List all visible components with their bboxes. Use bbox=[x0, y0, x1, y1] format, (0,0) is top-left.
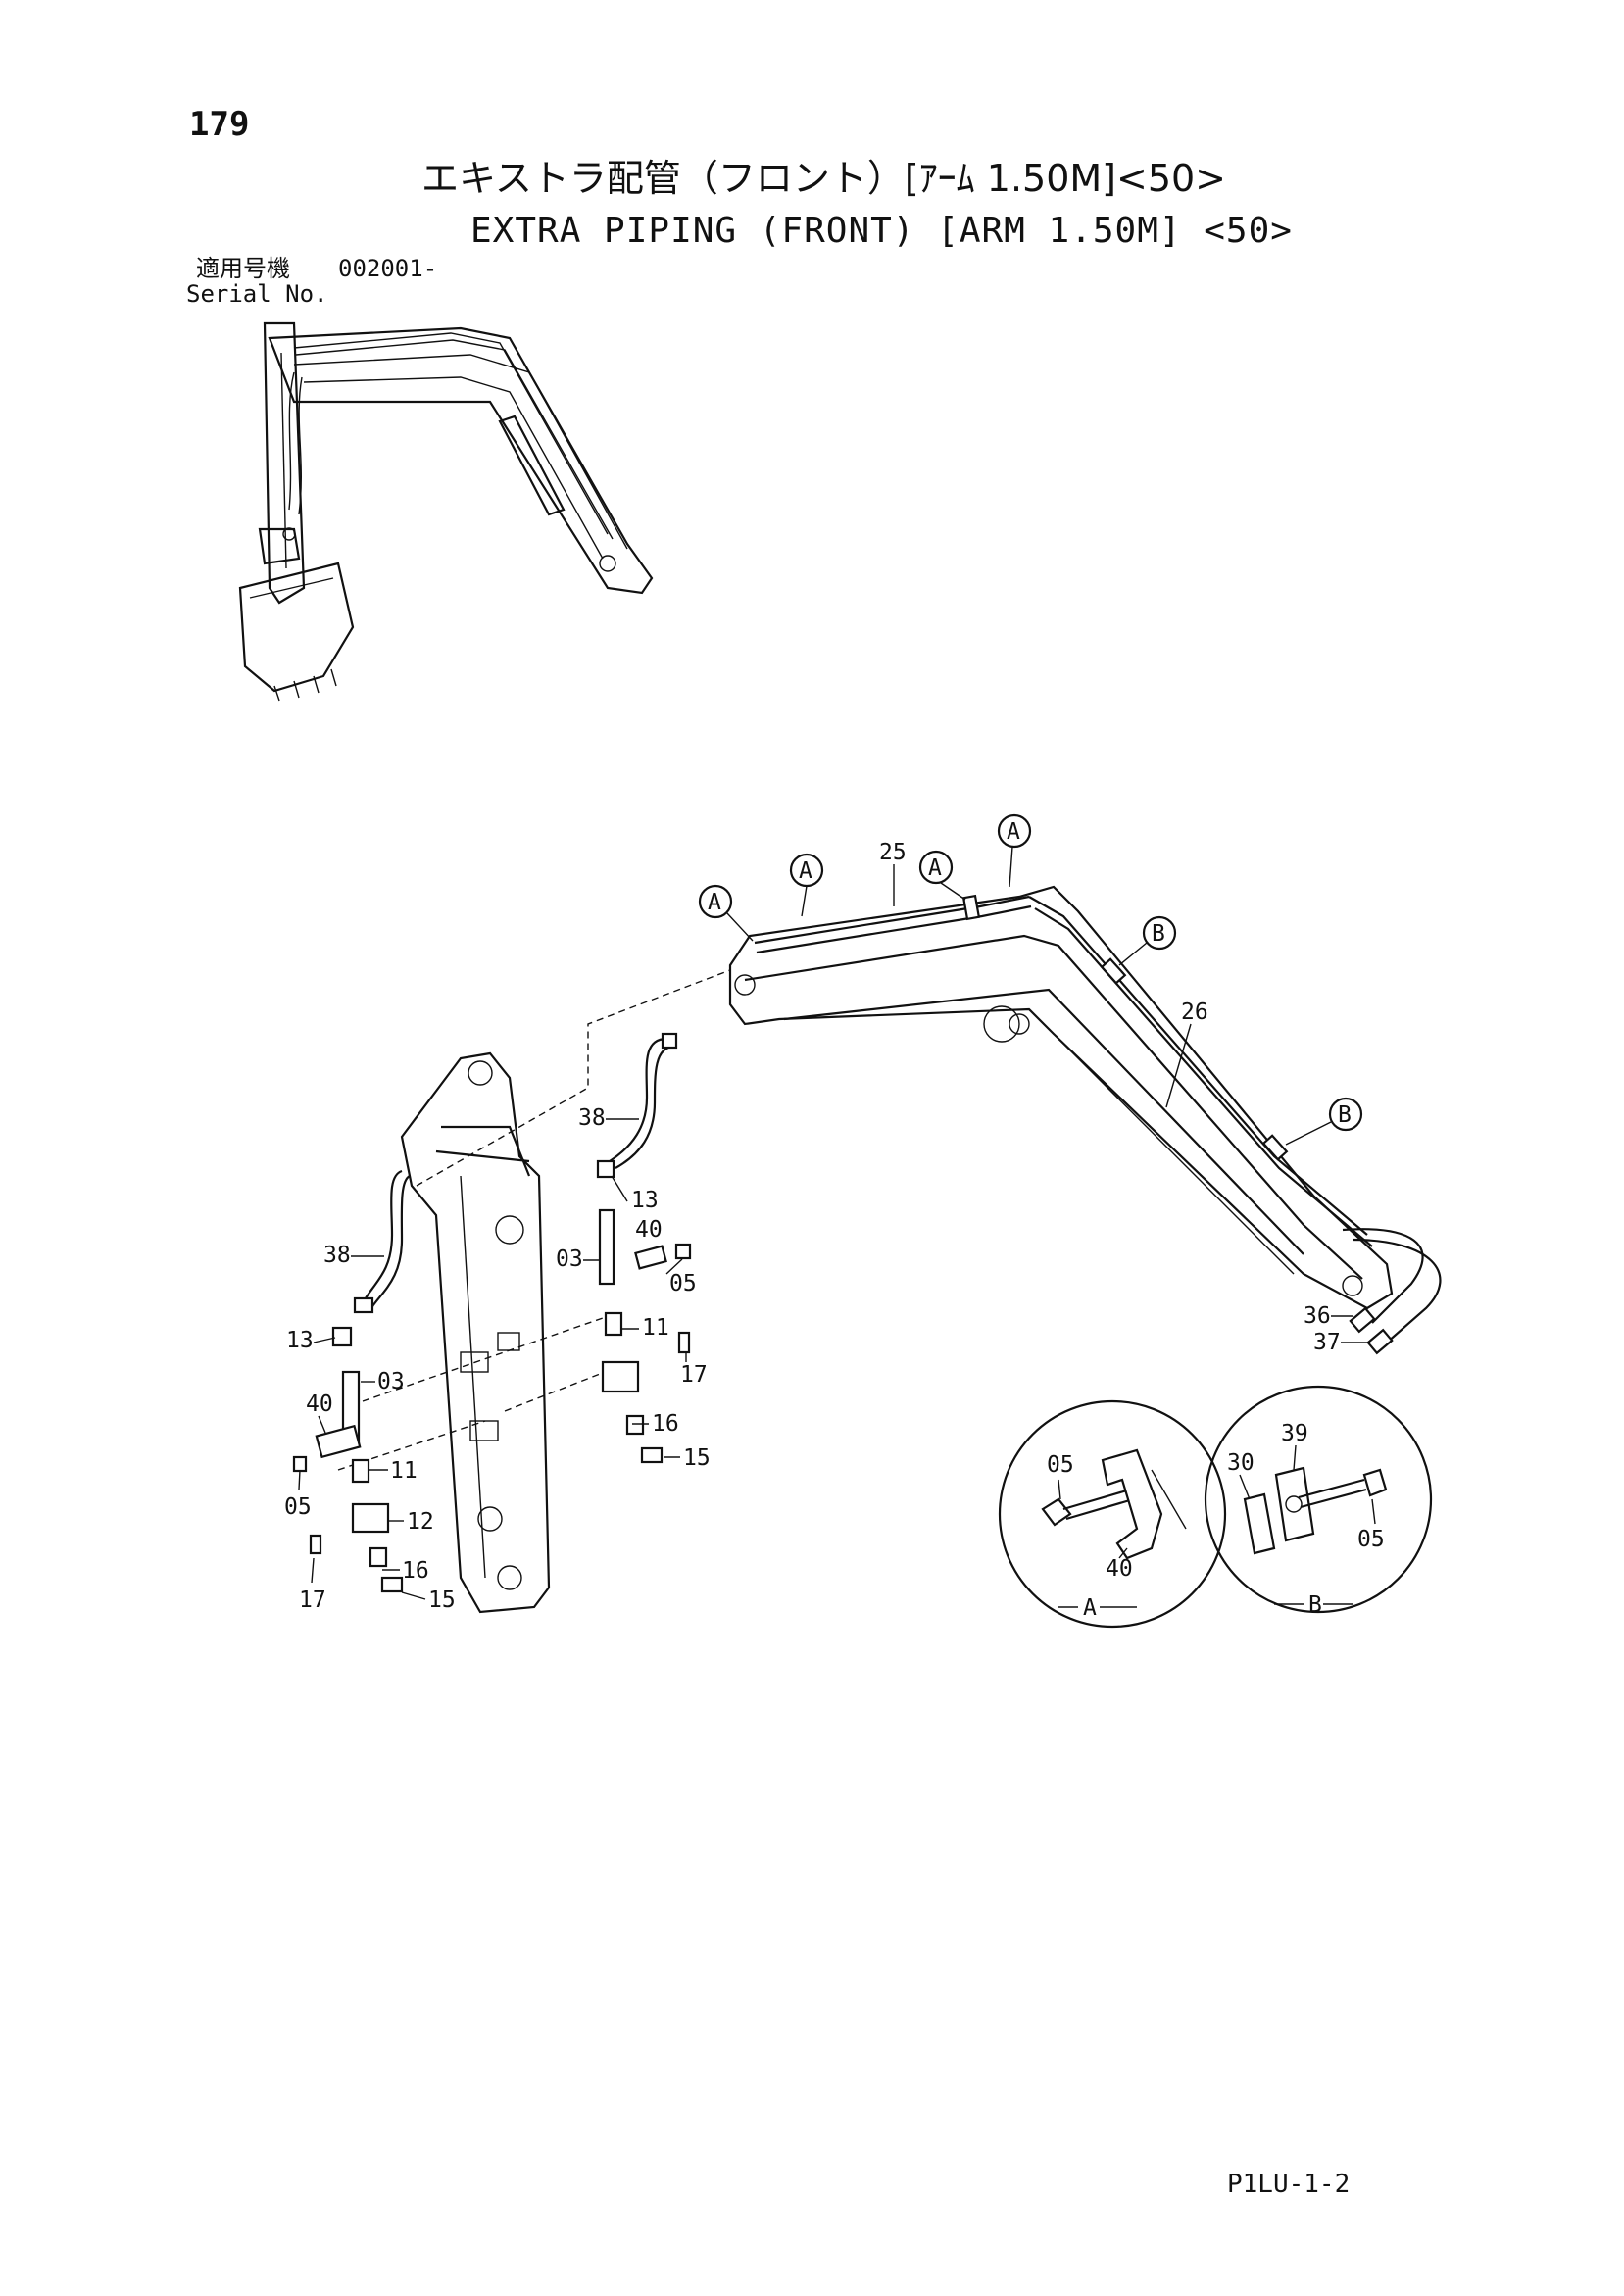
svg-text:40: 40 bbox=[635, 1217, 663, 1243]
svg-text:17: 17 bbox=[680, 1362, 708, 1388]
svg-text:11: 11 bbox=[390, 1458, 418, 1484]
svg-text:A: A bbox=[799, 858, 812, 884]
marker-a-2: A bbox=[789, 853, 824, 917]
detail-view-a: 05 40 A bbox=[998, 1399, 1227, 1629]
serial-label-english: Serial No. bbox=[186, 280, 328, 308]
svg-text:13: 13 bbox=[286, 1328, 314, 1353]
svg-text:15: 15 bbox=[683, 1445, 711, 1471]
serial-number: 002001- bbox=[338, 255, 438, 282]
svg-text:40: 40 bbox=[1106, 1556, 1133, 1582]
svg-text:03: 03 bbox=[556, 1246, 583, 1272]
title-japanese: エキストラ配管（フロント）[ｱｰﾑ 1.50M]<50> bbox=[421, 157, 1227, 200]
svg-text:05: 05 bbox=[284, 1494, 312, 1520]
svg-text:A: A bbox=[708, 890, 721, 915]
svg-text:B: B bbox=[1152, 921, 1165, 947]
svg-text:37: 37 bbox=[1313, 1330, 1341, 1355]
boom-assembly bbox=[728, 885, 1442, 1355]
center-piping-set bbox=[596, 1032, 692, 1464]
svg-text:38: 38 bbox=[578, 1105, 606, 1131]
svg-text:11: 11 bbox=[642, 1315, 669, 1341]
detail-view-b: 39 30 05 B bbox=[1204, 1385, 1433, 1618]
svg-text:26: 26 bbox=[1181, 1000, 1208, 1025]
callout-numbers: 25 26 38 38 13 13 40 40 05 05 03 03 11 1… bbox=[284, 840, 1370, 1613]
svg-text:38: 38 bbox=[323, 1243, 351, 1268]
svg-text:05: 05 bbox=[1357, 1527, 1385, 1552]
serial-label-japanese: 適用号機 bbox=[196, 255, 290, 282]
title-english: EXTRA PIPING (FRONT) [ARM 1.50M] <50> bbox=[470, 211, 1293, 251]
svg-text:15: 15 bbox=[428, 1588, 456, 1613]
svg-text:30: 30 bbox=[1227, 1450, 1255, 1476]
svg-text:39: 39 bbox=[1281, 1421, 1308, 1446]
svg-text:05: 05 bbox=[1047, 1452, 1074, 1478]
marker-b-2: B bbox=[1285, 1097, 1363, 1146]
svg-text:B: B bbox=[1338, 1102, 1352, 1128]
svg-text:05: 05 bbox=[669, 1271, 697, 1296]
marker-a-4: A bbox=[997, 813, 1032, 888]
svg-text:A: A bbox=[1083, 1595, 1097, 1621]
svg-text:03: 03 bbox=[377, 1369, 405, 1394]
svg-text:12: 12 bbox=[407, 1509, 434, 1535]
left-piping-set bbox=[292, 1169, 411, 1593]
svg-text:16: 16 bbox=[402, 1558, 429, 1584]
marker-a-3: A bbox=[918, 850, 966, 901]
svg-text:17: 17 bbox=[299, 1588, 326, 1613]
marker-a-1: A bbox=[698, 884, 754, 942]
svg-text:B: B bbox=[1308, 1592, 1322, 1618]
overview-excavator-front bbox=[238, 321, 654, 702]
svg-text:25: 25 bbox=[879, 840, 907, 865]
svg-text:A: A bbox=[1007, 819, 1020, 845]
svg-text:13: 13 bbox=[631, 1188, 659, 1213]
svg-text:A: A bbox=[928, 855, 942, 881]
page-code: P1LU-1-2 bbox=[1227, 2170, 1351, 2199]
svg-text:16: 16 bbox=[652, 1411, 679, 1437]
page-number: 179 bbox=[189, 105, 250, 144]
svg-text:40: 40 bbox=[306, 1392, 333, 1417]
marker-b-1: B bbox=[1118, 915, 1177, 966]
svg-text:36: 36 bbox=[1304, 1303, 1331, 1329]
